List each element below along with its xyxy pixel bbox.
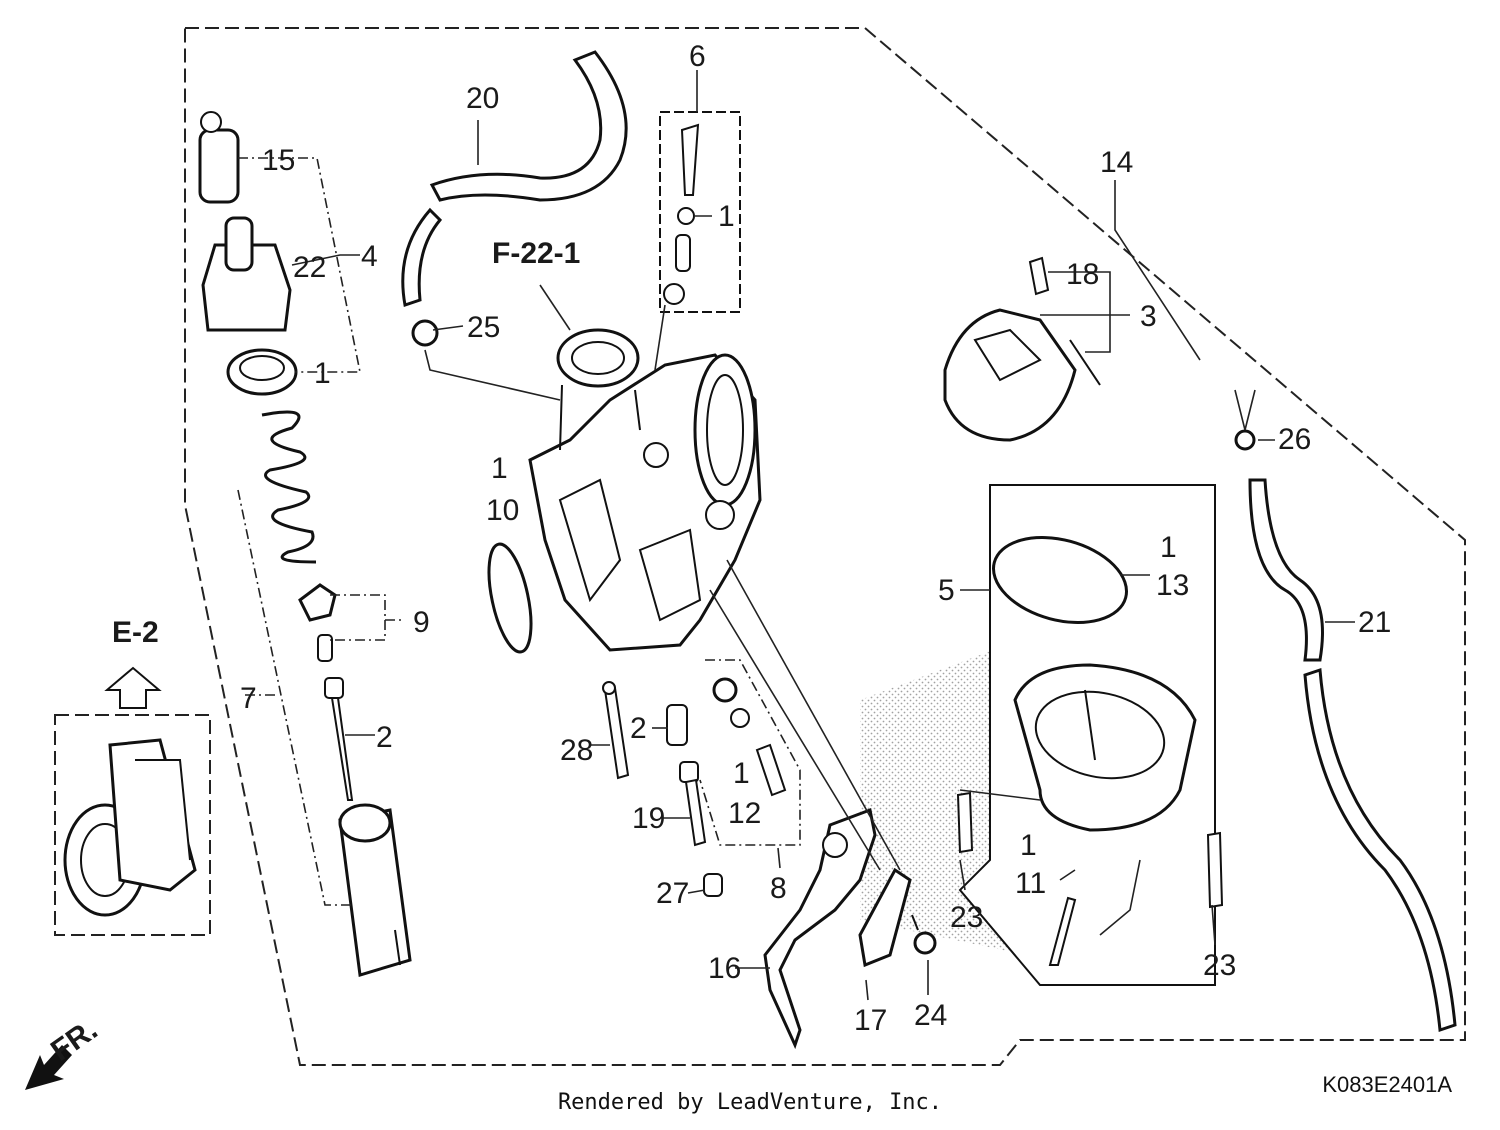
inset-boundary [54, 714, 211, 936]
callout-3[interactable]: 3 [1140, 300, 1157, 333]
assembly-boundary [184, 27, 1466, 1066]
callout-17[interactable]: 17 [854, 1004, 887, 1037]
bowl-screw-icon [1206, 831, 1224, 909]
tube-clip-icon [411, 319, 439, 347]
callout-26[interactable]: 26 [1278, 423, 1311, 456]
callout-11[interactable]: 11 [1015, 867, 1046, 900]
callout-1[interactable]: 1 [314, 357, 331, 390]
jet-needle-icon [324, 677, 354, 801]
bowl-screw-icon [956, 791, 974, 854]
callout-25[interactable]: 25 [467, 311, 500, 344]
callout-22[interactable]: 22 [293, 251, 326, 284]
needle-clip-icon [298, 583, 337, 662]
intake-pipe-icon [63, 738, 197, 917]
inset-arrow-icon [104, 666, 162, 709]
drain-screw-icon [1048, 896, 1077, 966]
callout-13[interactable]: 13 [1156, 569, 1189, 602]
callout-1[interactable]: 1 [733, 757, 750, 790]
callout-14[interactable]: 14 [1100, 146, 1133, 179]
plug-icon [703, 873, 723, 897]
front-arrow-icon [25, 1045, 72, 1090]
callout-8[interactable]: 8 [770, 872, 787, 905]
callout-21[interactable]: 21 [1358, 606, 1391, 639]
needle-jet-holder-icon [602, 681, 630, 780]
callout-15[interactable]: 15 [262, 144, 295, 177]
choke-lever-icon [763, 807, 877, 1050]
leader-lines [237, 70, 1355, 1001]
callout-1[interactable]: 1 [1020, 829, 1037, 862]
callout-24[interactable]: 24 [914, 999, 947, 1032]
o-ring-icon [487, 542, 533, 654]
choke-screw-icon [911, 914, 937, 955]
carburetor-body-icon [528, 328, 762, 652]
callout-20[interactable]: 20 [466, 82, 499, 115]
callout-1[interactable]: 1 [1160, 531, 1177, 564]
callout-6[interactable]: 6 [689, 40, 706, 73]
top-cover-icon [201, 216, 292, 332]
tube-clamp-icon [1234, 429, 1256, 451]
float-icon [943, 308, 1101, 442]
link-plate-icon [858, 867, 912, 968]
throttle-valve-icon [338, 803, 412, 977]
vent-tube-icon [401, 50, 628, 307]
callout-19[interactable]: 19 [632, 802, 665, 835]
float-bowl-icon [1013, 663, 1197, 832]
callout-10[interactable]: 10 [486, 494, 519, 527]
throttle-spring-icon [261, 410, 317, 564]
callout-27[interactable]: 27 [656, 877, 689, 910]
callout-18[interactable]: 18 [1066, 258, 1099, 291]
callout-16[interactable]: 16 [708, 952, 741, 985]
drain-tube-icon [1248, 478, 1457, 1033]
float-pin-icon [1028, 256, 1050, 296]
callout-1[interactable]: 1 [718, 200, 735, 233]
section-ref-inset[interactable]: E-2 [112, 616, 159, 649]
float-valve-icon [699, 659, 801, 846]
main-jet-icon [666, 704, 688, 746]
callout-7[interactable]: 7 [240, 682, 257, 715]
callout-12[interactable]: 12 [728, 797, 761, 830]
callout-23[interactable]: 23 [1203, 949, 1236, 982]
drawing-code: K083E2401A [1322, 1072, 1452, 1097]
callout-4[interactable]: 4 [361, 240, 378, 273]
washer-icon [226, 348, 298, 396]
callout-1[interactable]: 1 [491, 452, 508, 485]
callout-23[interactable]: 23 [950, 901, 983, 934]
callout-28[interactable]: 28 [560, 734, 593, 767]
callout-9[interactable]: 9 [413, 606, 430, 639]
carb-top-cap-icon [198, 111, 240, 204]
callout-2[interactable]: 2 [376, 721, 393, 754]
footer-credit: Rendered by LeadVenture, Inc. [557, 1090, 943, 1115]
callout-5[interactable]: 5 [938, 574, 955, 607]
bowl-gasket-icon [992, 536, 1128, 624]
callout-2[interactable]: 2 [630, 712, 647, 745]
section-ref-main[interactable]: F-22-1 [492, 237, 580, 270]
slow-jet-icon [679, 761, 707, 847]
pilot-screw-icon [659, 111, 741, 313]
